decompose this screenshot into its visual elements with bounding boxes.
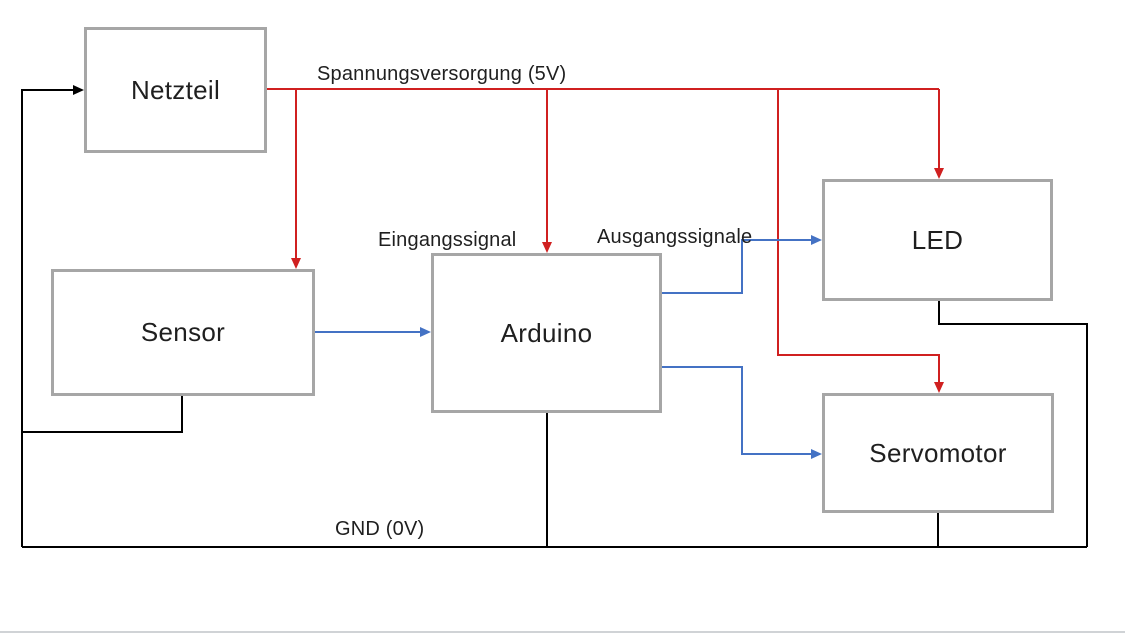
led-label: LED <box>911 224 964 255</box>
signal-arrowhead-led <box>811 235 822 245</box>
bottom-divider-line <box>0 631 1125 633</box>
ground-arrowhead-netzteil <box>73 85 84 95</box>
power-arrowhead-sensor <box>291 258 301 269</box>
ground-label: GND (0V) <box>335 518 425 540</box>
power-drop-servomotor <box>777 89 940 384</box>
signal-arrowhead-arduino <box>420 327 431 337</box>
power-arrowhead-servomotor <box>934 382 944 393</box>
netzteil-label: Netzteil <box>130 74 221 105</box>
ground-line-led <box>938 301 1088 547</box>
ground-line-sensor <box>22 396 183 433</box>
arduino-label: Arduino <box>500 317 593 348</box>
sensor-label: Sensor <box>140 317 226 347</box>
output-signals-label: Ausgangssignale <box>597 226 753 248</box>
netzteil-block: Netzteil <box>84 27 267 153</box>
signal-line-arduino-led <box>662 239 813 294</box>
arduino-block: Arduino <box>431 253 662 413</box>
power-supply-label: Spannungsversorgung (5V) <box>317 63 567 85</box>
power-arrowhead-arduino <box>542 242 552 253</box>
signal-arrowhead-servomotor <box>811 449 822 459</box>
signal-line-arduino-servomotor <box>662 366 813 455</box>
servomotor-label: Servomotor <box>869 437 1007 468</box>
power-arrowhead-led <box>934 168 944 179</box>
input-signal-label: Eingangssignal <box>378 229 517 251</box>
led-block: LED <box>822 179 1053 301</box>
sensor-block: Sensor <box>51 269 315 396</box>
servomotor-block: Servomotor <box>822 393 1054 513</box>
